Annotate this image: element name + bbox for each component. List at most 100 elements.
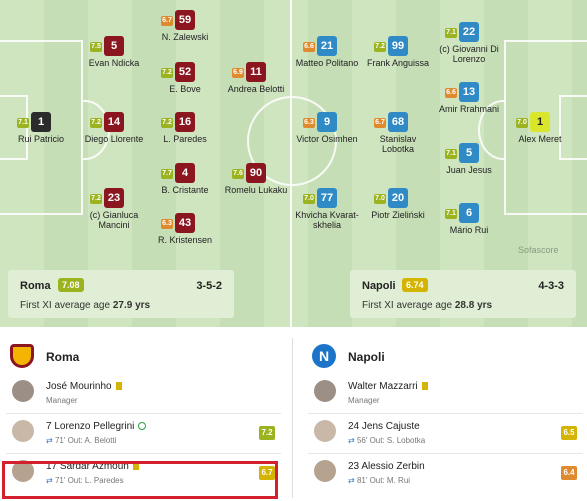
player-name: (c) Gianluca Mancini: [89, 210, 139, 230]
player-rating-badge: 7.0: [374, 194, 386, 204]
team-rating-badge: 7.08: [58, 278, 84, 292]
team-formation: 4-3-3: [538, 280, 564, 292]
player-rating-badge: 6.3: [303, 118, 315, 128]
substitute-row[interactable]: 23 Alessio Zerbin ⇄ 81' Out: M. Rui 6.4: [308, 454, 583, 494]
roma-crest-icon: [10, 344, 34, 368]
player-name: Rui Patricio: [17, 134, 64, 144]
manager-row[interactable]: José Mourinho Manager: [6, 374, 281, 414]
substitute-row[interactable]: 17 Sardar Azmoun ⇄ 71' Out: L. Paredes 6…: [6, 454, 281, 494]
player-name: Victor Osimhen: [296, 134, 358, 144]
yellow-card-icon: [132, 462, 139, 470]
substitute-row[interactable]: 7 Lorenzo Pellegrini ⇄ 71' Out: A. Belot…: [6, 414, 281, 454]
player-line: 17 Sardar Azmoun: [46, 461, 129, 472]
player-name: Andrea Belotti: [227, 84, 285, 94]
player-name: Piotr Zieliński: [371, 210, 425, 220]
avatar: [314, 460, 336, 482]
player-line: 23 Alessio Zerbin: [348, 461, 425, 472]
player-name: N. Zalewski: [161, 32, 209, 42]
player-name: Romelu Lukaku: [224, 185, 288, 195]
yellow-card-icon: [115, 382, 122, 390]
player-name: Alex Meret: [518, 134, 562, 144]
player-name: Juan Jesus: [446, 165, 492, 175]
average-age: First XI average age 27.9 yrs: [20, 300, 151, 311]
player-name: Diego Llorente: [84, 134, 144, 144]
selection-highlight: [2, 461, 278, 499]
goal-box-right: [559, 95, 587, 160]
penalty-box-right: [504, 40, 587, 215]
average-age: First XI average age 28.8 yrs: [362, 300, 493, 311]
player-line: 24 Jens Cajuste: [348, 421, 420, 432]
player-rating-badge: 6.7: [161, 16, 173, 26]
player-name: Khvicha Kvarat-skhelia: [295, 210, 359, 230]
team-header[interactable]: Roma: [6, 332, 281, 374]
manager-row[interactable]: Walter Mazzarri Manager: [308, 374, 583, 414]
team-rating-badge: 6.74: [402, 278, 428, 292]
manager-name: Walter Mazzarri: [348, 381, 418, 392]
substitute-row[interactable]: 24 Jens Cajuste ⇄ 56' Out: S. Lobotka 6.…: [308, 414, 583, 454]
team-title: Roma: [46, 350, 80, 364]
team-summary-roma: Roma 7.08 3-5-2 First XI average age 27.…: [8, 270, 234, 318]
player-rating-badge: 7.2: [90, 194, 102, 204]
player-name: E. Bove: [169, 84, 201, 94]
goal-icon: [138, 422, 147, 430]
manager-role: Manager: [348, 396, 380, 405]
yellow-card-icon: [421, 382, 428, 390]
player-rating-badge: 6.6: [303, 42, 315, 52]
player-name: (c) Giovanni Di Lorenzo: [439, 44, 499, 64]
team-name: Roma: [20, 280, 51, 292]
player-rating-badge: 7.2: [161, 68, 173, 78]
team-header[interactable]: N Napoli: [308, 332, 583, 374]
player-rating-badge: 7.2: [90, 118, 102, 128]
substitution-icon: ⇄: [348, 476, 355, 485]
player-name: Mário Rui: [449, 225, 489, 235]
column-divider: [292, 338, 293, 498]
player-rating-badge: 6.9: [232, 68, 244, 78]
player-rating-badge: 7.2: [161, 118, 173, 128]
player-rating-badge: 7.5: [90, 42, 102, 52]
sub-detail: 71' Out: A. Belotti: [54, 436, 117, 445]
player-rating-badge: 7.0: [303, 194, 315, 204]
player-name: Amir Rrahmani: [438, 104, 499, 114]
substitution-icon: ⇄: [46, 436, 53, 445]
player-name: Stanislav Lobotka: [379, 134, 417, 154]
player-rating-badge: 7.0: [516, 118, 528, 128]
manager-role: Manager: [46, 396, 78, 405]
team-summary-napoli: Napoli 6.74 4-3-3 First XI average age 2…: [350, 270, 576, 318]
